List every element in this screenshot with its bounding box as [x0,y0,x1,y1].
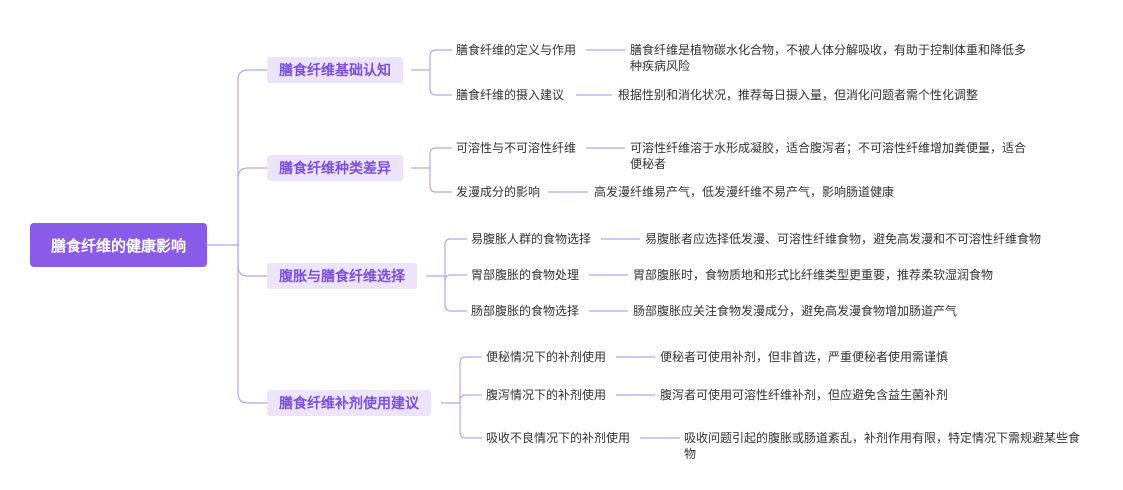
branch-supplements[interactable]: 膳食纤维补剂使用建议 [267,390,431,416]
subtopic-connector [459,356,482,403]
detail-definition[interactable]: 膳食纤维是植物碳水化合物，不被人体分解吸收，有助于控制体重和降低多种疾病风险 [630,43,1027,73]
subtopic-stomach-bloating[interactable]: 胃部腹胀的食物处理 [471,268,580,282]
subtopic-intestine-bloating[interactable]: 肠部腹胀的食物选择 [471,304,580,318]
subtopic-intake[interactable]: 膳食纤维的摄入建议 [456,88,565,102]
detail-intake[interactable]: 根据性别和消化状况，推荐每日摄入量，但消化问题者需个性化调整 [618,88,979,102]
subtopic-diarrhea[interactable]: 腹泻情况下的补剂使用 [486,388,607,402]
subtopic-connector [444,274,467,282]
branch-bloating[interactable]: 腹胀与膳食纤维选择 [267,263,417,289]
branch-fiber-types[interactable]: 膳食纤维种类差异 [267,155,403,181]
detail-soluble[interactable]: 可溶性纤维溶于水形成凝胶，适合腹泻者；不可溶性纤维增加粪便量，适合便秘者 [630,141,1027,171]
detail-stomach-bloating[interactable]: 胃部腹胀时，食物质地和形式比纤维类型更重要，推荐柔软湿润食物 [633,268,994,282]
subtopic-connector [429,49,452,70]
branch-connector [237,245,267,277]
detail-constipation[interactable]: 便秘者可使用补剂，但非首选，严重便秘者使用需谨慎 [660,350,949,364]
branch-connector [237,69,267,245]
branch-connector [237,245,267,404]
detail-intestine-bloating[interactable]: 肠部腹胀应关注食物发漫成分，避免高发漫食物增加肠道产气 [633,304,958,318]
subtopic-connector [444,238,467,276]
subtopic-malabsorption[interactable]: 吸收不良情况下的补剂使用 [486,431,631,445]
subtopic-fodmap[interactable]: 发漫成分的影响 [456,185,541,199]
subtopic-connector [444,276,467,312]
subtopic-constipation[interactable]: 便秘情况下的补剂使用 [486,350,607,364]
branch-basic-knowledge[interactable]: 膳食纤维基础认知 [267,57,403,83]
subtopic-soluble[interactable]: 可溶性与不可溶性纤维 [456,141,577,155]
root-topic[interactable]: 膳食纤维的健康影响 [30,223,207,267]
branch-connector [237,167,267,245]
subtopic-connector [429,168,452,193]
subtopic-connector [459,403,482,439]
detail-fodmap[interactable]: 高发漫纤维易产气，低发漫纤维不易产气，影响肠道健康 [594,185,895,199]
subtopic-connector [429,147,452,168]
subtopic-connector [459,394,482,403]
subtopic-bloating-people[interactable]: 易腹胀人群的食物选择 [471,232,592,246]
detail-diarrhea[interactable]: 腹泻者可使用可溶性纤维补剂，但应避免含益生菌补剂 [660,388,949,402]
subtopic-definition[interactable]: 膳食纤维的定义与作用 [456,43,577,57]
subtopic-connector [429,70,452,96]
detail-malabsorption[interactable]: 吸收问题引起的腹胀或肠道紊乱，补剂作用有限，特定情况下需规避某些食物 [684,431,1081,461]
detail-bloating-people[interactable]: 易腹胀者应选择低发漫、可溶性纤维食物，避免高发漫和不可溶性纤维食物 [645,232,1042,246]
